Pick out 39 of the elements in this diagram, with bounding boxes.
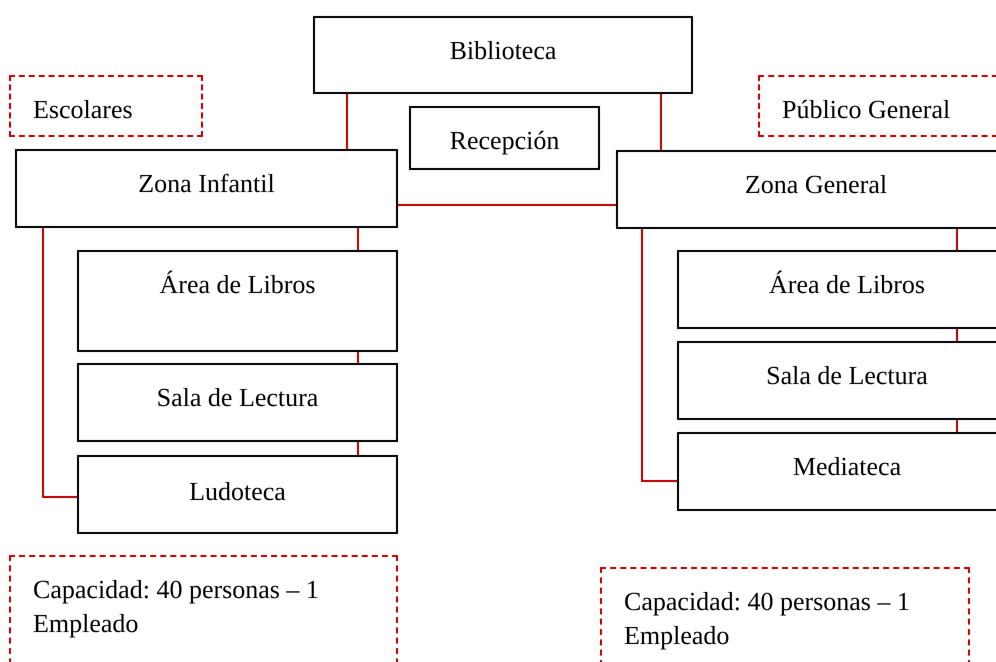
connector-line [42,228,77,498]
box-text: Ludoteca [188,476,287,508]
box-text: Sala de Lectura [765,360,929,392]
process-box [677,432,996,511]
process-box [15,149,398,228]
box-text: Mediateca [792,451,902,483]
process-box [677,250,996,329]
connector-line [357,352,359,363]
box-text: Sala de Lectura [156,382,320,414]
box-text: Área de Libros [768,269,926,301]
box-text: Zona Infantil [137,168,276,200]
box-text: Capacidad: 40 personas – 1 Empleado [624,586,911,652]
box-text: Zona General [744,169,888,201]
box-text: Escolares [33,94,134,126]
box-text: Recepción [448,125,560,157]
box-text: Biblioteca [448,35,558,67]
process-box [616,150,996,229]
connector-line [346,94,348,149]
connector-line [357,228,359,250]
connector-line [956,229,958,250]
box-text: Capacidad: 40 personas – 1 Empleado [33,574,320,640]
connector-line [660,94,662,150]
connector-line [398,204,616,206]
box-text: Público General [782,94,952,126]
connector-line [956,329,958,341]
connector-line [956,420,958,432]
box-text: Área de Libros [158,269,316,301]
dashed-note-box [758,75,996,137]
connector-line [641,229,677,482]
process-box [77,250,398,352]
dashed-note-box [9,555,398,662]
connector-line [357,442,359,455]
process-box [77,455,398,534]
dashed-note-box [9,75,203,137]
process-box [677,341,996,420]
process-box [77,363,398,442]
process-box [409,106,600,170]
dashed-note-box [600,567,970,662]
process-box [313,16,693,94]
